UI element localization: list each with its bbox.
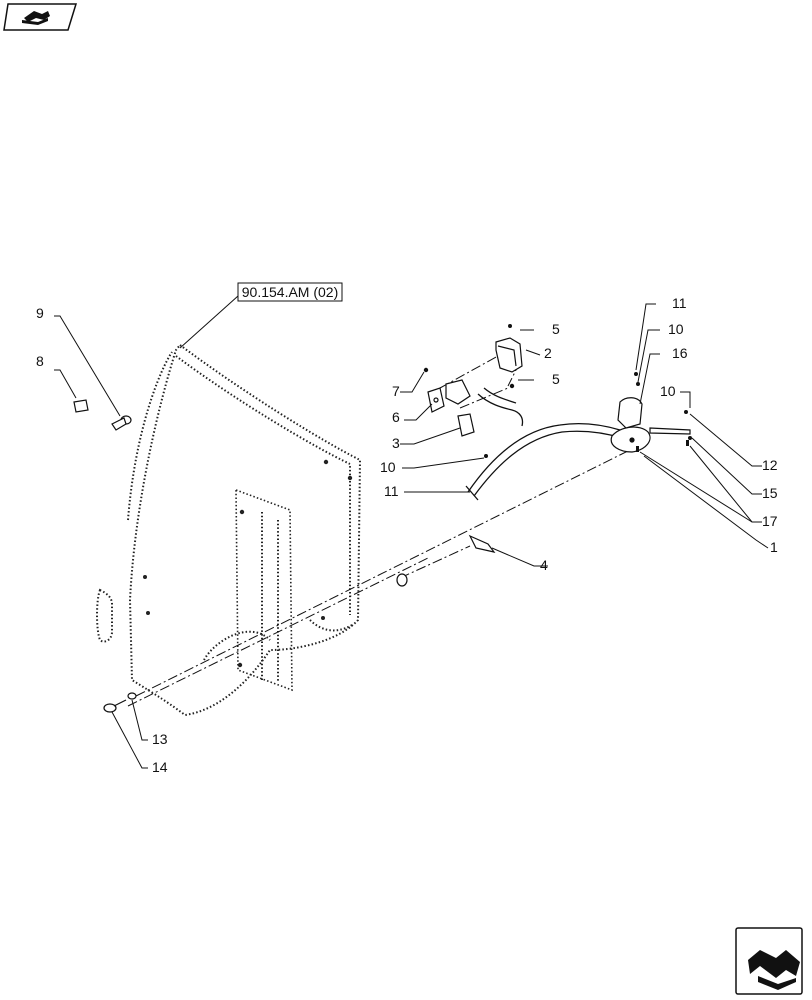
reference-label: 90.154.AM (02) (242, 284, 339, 300)
callout-10c: 10 (660, 383, 676, 399)
clip-part-8[interactable] (73, 399, 89, 413)
assembly-lines (127, 355, 651, 707)
housing-part-16[interactable] (617, 397, 643, 429)
callout-12: 12 (762, 457, 778, 473)
door-panel (96, 343, 362, 717)
callout-17: 17 (762, 513, 778, 529)
callout-9: 9 (36, 305, 44, 321)
callout-2: 2 (544, 345, 552, 361)
parts-book-nav-icon[interactable] (3, 3, 78, 31)
callout-5b: 5 (552, 371, 560, 387)
panel-holes (143, 459, 353, 668)
cable-assembly (465, 387, 623, 501)
bracket-part-2[interactable] (495, 337, 523, 373)
callout-16: 16 (672, 345, 688, 361)
clip-part-3[interactable] (457, 413, 475, 437)
callout-4: 4 (540, 557, 548, 573)
clamp-assembly (445, 379, 471, 405)
callout-3: 3 (392, 435, 400, 451)
lever-part-1[interactable] (610, 426, 691, 453)
callout-10a: 10 (380, 459, 396, 475)
reference-label-box[interactable]: 90.154.AM (02) (237, 282, 343, 302)
callout-labels: 1 2 3 4 5 5 6 7 8 9 10 10 10 11 11 12 13… (36, 295, 778, 775)
next-page-arrow-icon[interactable] (735, 927, 803, 995)
callout-10b: 10 (668, 321, 684, 337)
callout-8: 8 (36, 353, 44, 369)
callout-5a: 5 (552, 321, 560, 337)
latch-part-4[interactable] (468, 534, 496, 553)
fasteners (484, 324, 692, 458)
callout-11a: 11 (384, 483, 399, 499)
callout-13: 13 (152, 731, 168, 747)
pin-part-9[interactable] (111, 415, 132, 431)
bolt-part-7[interactable] (423, 367, 429, 373)
grommet (396, 573, 408, 587)
screw-part-14[interactable] (103, 699, 127, 713)
callout-15: 15 (762, 485, 778, 501)
callout-1: 1 (770, 539, 778, 555)
callout-14: 14 (152, 759, 168, 775)
plate-part-6[interactable] (427, 387, 445, 413)
callout-6: 6 (392, 409, 400, 425)
callout-7: 7 (392, 383, 400, 399)
leader-lines (54, 303, 769, 769)
callout-11b: 11 (672, 295, 687, 311)
washer-part-13[interactable] (127, 692, 137, 700)
